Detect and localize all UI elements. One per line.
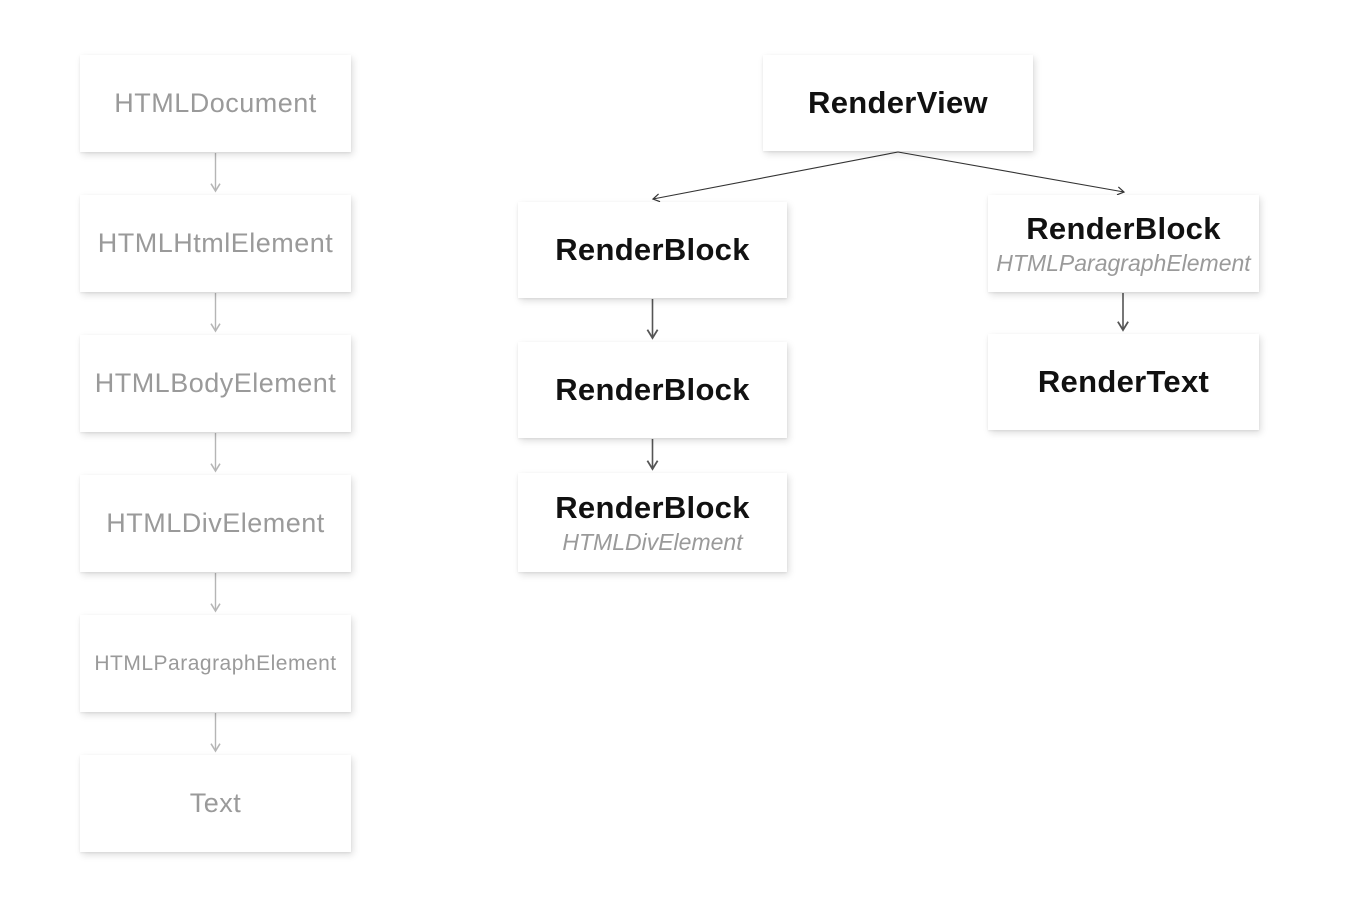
dom-node-text: Text — [80, 755, 351, 852]
dom-node-label: HTMLDocument — [114, 88, 317, 118]
render-node-sublabel: HTMLParagraphElement — [996, 249, 1251, 276]
render-node-renderview: RenderView — [763, 55, 1033, 151]
render-node-renderblock-1: RenderBlock — [518, 202, 787, 298]
dom-node-htmldocument: HTMLDocument — [80, 55, 351, 152]
render-node-renderblock-paragraph: RenderBlock HTMLParagraphElement — [988, 195, 1259, 292]
render-node-label: RenderBlock — [555, 372, 750, 407]
dom-node-htmlparagraphelement: HTMLParagraphElement — [80, 615, 351, 712]
dom-node-label: HTMLParagraphElement — [94, 651, 337, 675]
render-node-label: RenderText — [1037, 364, 1210, 399]
dom-node-htmlbodyelement: HTMLBodyElement — [80, 335, 351, 432]
render-node-label: RenderBlock — [555, 489, 750, 525]
dom-node-label: Text — [189, 788, 242, 818]
dom-node-htmlhtmlelement: HTMLHtmlElement — [80, 195, 351, 292]
render-node-label: RenderBlock — [555, 232, 750, 267]
edge-renderview-to-left-block — [651, 151, 899, 203]
dom-node-htmldivelement: HTMLDivElement — [80, 475, 351, 572]
render-node-label: RenderView — [808, 85, 988, 120]
render-node-label: RenderBlock — [1026, 210, 1221, 246]
dom-node-label: HTMLBodyElement — [94, 368, 337, 398]
edge-renderview-to-right-block — [897, 151, 1126, 196]
render-node-sublabel: HTMLDivElement — [562, 528, 743, 555]
render-node-renderblock-div: RenderBlock HTMLDivElement — [518, 473, 787, 572]
render-node-renderblock-2: RenderBlock — [518, 342, 787, 438]
render-node-rendertext: RenderText — [988, 334, 1259, 430]
dom-node-label: HTMLHtmlElement — [97, 228, 334, 258]
dom-node-label: HTMLDivElement — [106, 508, 325, 538]
